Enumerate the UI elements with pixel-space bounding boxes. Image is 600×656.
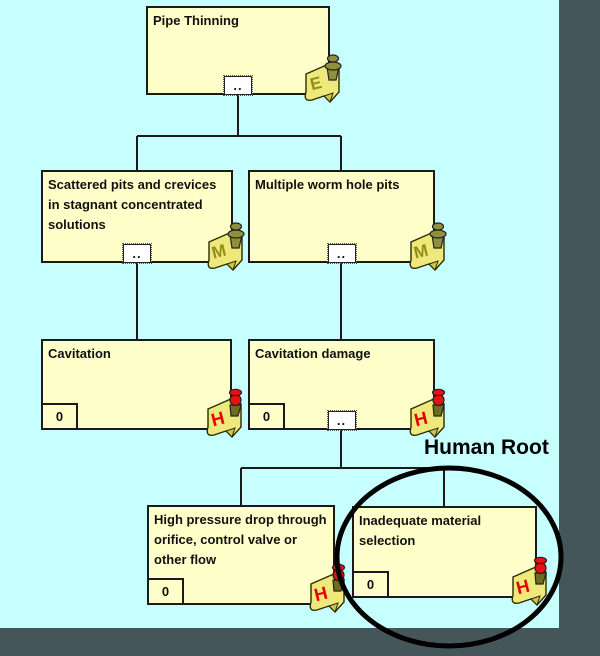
count-button[interactable]: 0: [352, 571, 389, 598]
node-inadequate-material-selection[interactable]: Inadequate material selection 0 H: [352, 506, 548, 607]
node-scattered-pits[interactable]: Scattered pits and crevices in stagnant …: [41, 170, 245, 272]
human-root-note-icon[interactable]: H: [506, 555, 552, 610]
node-high-pressure-drop[interactable]: High pressure drop through orifice, cont…: [147, 505, 346, 614]
count-button[interactable]: 0: [41, 403, 78, 430]
node-pipe-thinning[interactable]: Pipe Thinning .. E: [146, 6, 342, 104]
node-label: Multiple worm hole pits: [255, 177, 400, 192]
count-button[interactable]: 0: [147, 578, 184, 605]
count-button[interactable]: 0: [248, 403, 285, 430]
expand-button[interactable]: ..: [326, 243, 357, 264]
expand-button[interactable]: ..: [223, 75, 253, 96]
human-root-note-icon[interactable]: H: [304, 562, 350, 617]
pushpin-icon: [331, 563, 346, 592]
node-label: High pressure drop through orifice, cont…: [154, 512, 327, 568]
node-cavitation[interactable]: Cavitation 0 H: [41, 339, 243, 439]
pushpin-icon: [324, 54, 342, 81]
node-label: Cavitation: [48, 346, 111, 361]
expand-button[interactable]: ..: [326, 410, 357, 431]
node-label: Cavitation damage: [255, 346, 371, 361]
node-multiple-worm-hole-pits[interactable]: Multiple worm hole pits .. M: [248, 170, 447, 272]
human-root-annotation: Human Root: [424, 436, 549, 459]
evidence-note-icon[interactable]: E: [299, 52, 345, 107]
human-root-note-icon[interactable]: H: [201, 387, 247, 442]
pushpin-icon: [431, 388, 446, 417]
evidence-note-icon[interactable]: M: [202, 220, 248, 275]
node-cavitation-damage[interactable]: Cavitation damage 0 .. H: [248, 339, 446, 439]
pushpin-icon: [533, 556, 548, 585]
evidence-note-icon[interactable]: M: [404, 220, 450, 275]
node-label: Pipe Thinning: [153, 13, 239, 28]
human-root-note-icon[interactable]: H: [404, 387, 450, 442]
expand-button[interactable]: ..: [122, 243, 152, 264]
node-label: Inadequate material selection: [359, 513, 482, 549]
pushpin-icon: [228, 388, 243, 417]
